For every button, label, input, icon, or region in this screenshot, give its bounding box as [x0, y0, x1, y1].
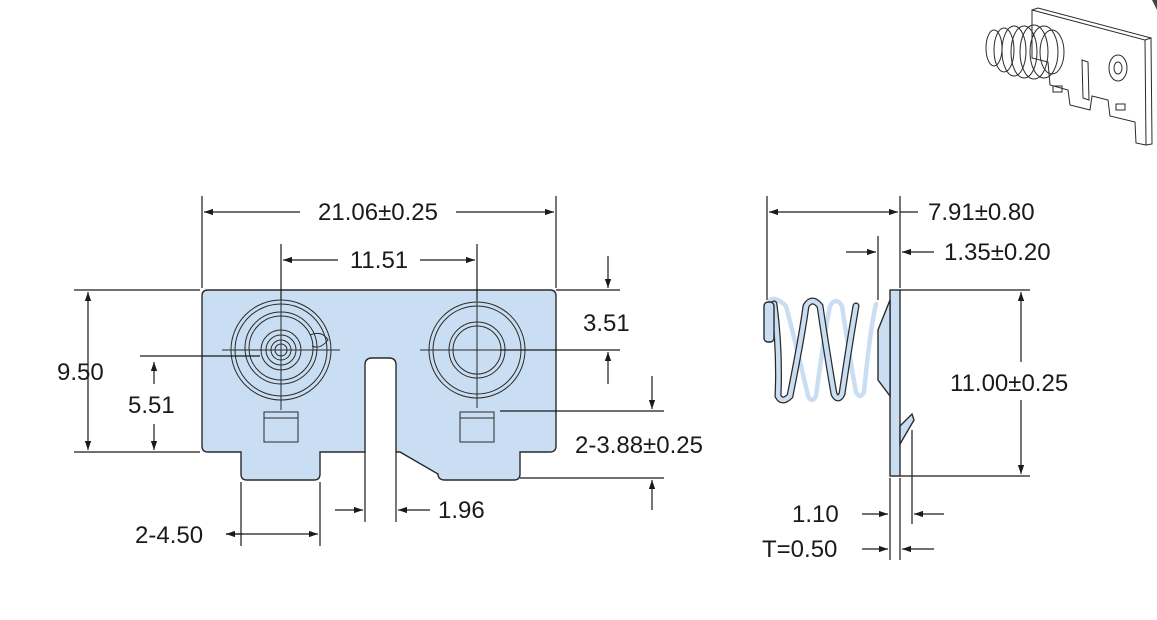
label-top-offset: 3.51: [583, 310, 630, 337]
dim-center-height: 5.51: [128, 362, 175, 450]
label-tab-height: 2-3.88±0.25: [575, 432, 703, 459]
dim-spring-offset: 1.35±0.20: [846, 239, 1051, 266]
label-center-height: 5.51: [128, 392, 175, 419]
label-tab-thickness: 1.10: [792, 501, 839, 528]
dim-top-offset: 3.51: [583, 256, 630, 384]
side-view: 7.91±0.80 1.35±0.20 11.00±0.25 1.10 T=0.…: [762, 196, 1068, 563]
side-spring: [763, 296, 879, 404]
label-tab-width: 2-4.50: [135, 522, 203, 549]
dim-spring-depth: 7.91±0.80: [769, 199, 1035, 226]
tab-window-right: [459, 411, 495, 443]
side-plate: [889, 289, 901, 477]
dim-overall-height: 9.50: [57, 292, 104, 450]
dim-tab-height: 2-3.88±0.25: [575, 376, 703, 510]
label-hole-spacing: 11.51: [350, 247, 408, 274]
label-slot-width: 1.96: [438, 497, 485, 524]
label-spring-offset: 1.35±0.20: [944, 239, 1051, 266]
contact-plate: [201, 289, 557, 481]
dim-tab-width: 2-4.50: [135, 522, 318, 549]
dim-hole-spacing: 11.51: [283, 247, 475, 274]
label-thickness: T=0.50: [762, 536, 837, 563]
label-spring-depth: 7.91±0.80: [928, 199, 1035, 226]
dim-slot-width: 1.96: [335, 497, 485, 524]
tab-window-left: [263, 411, 299, 443]
label-side-height: 11.00±0.25: [950, 370, 1068, 397]
front-view: 21.06±0.25 11.51 9.50 5.51 3.51: [57, 196, 703, 549]
dim-side-height: 11.00±0.25: [950, 292, 1068, 474]
label-overall-width: 21.06±0.25: [318, 199, 438, 226]
dim-overall-width: 21.06±0.25: [204, 199, 554, 226]
dim-thickness: T=0.50: [762, 536, 934, 563]
dim-tab-thickness: 1.10: [792, 501, 944, 528]
isometric-view: [985, 0, 1157, 146]
label-overall-height: 9.50: [57, 359, 104, 386]
